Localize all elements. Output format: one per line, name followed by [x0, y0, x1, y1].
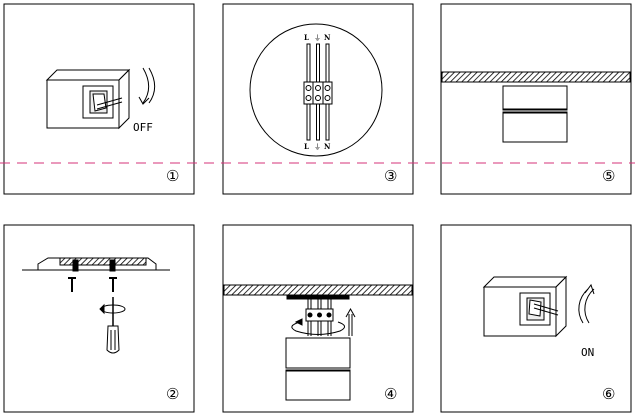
panel-3-terminal-block: [249, 23, 383, 157]
ceiling-hatch-4: [223, 284, 413, 296]
panel-6-switch-on: [482, 275, 595, 338]
terminal-mark-l-top: L: [304, 33, 309, 42]
panel-frames: [3, 3, 632, 413]
panel-4-frame: [222, 224, 414, 413]
terminal-mark-earth-top: ⏚: [314, 34, 321, 42]
panel-6-frame: [440, 224, 632, 413]
upper-wires: [306, 43, 330, 83]
step-number-3: ③: [384, 167, 397, 185]
off-label: OFF: [133, 121, 153, 134]
step-number-5: ⑤: [602, 167, 615, 185]
fixture-lower-body-4: [285, 369, 351, 401]
lower-wires: [306, 103, 330, 141]
ceiling-hatch: [441, 71, 631, 83]
screwdriver-handle: [106, 325, 120, 354]
fixture-upper-body-4: [285, 337, 351, 369]
terminal-mark-n-bottom: N: [324, 142, 331, 151]
terminal-mark-n-top: N: [324, 33, 331, 42]
fixture-upper-body: [502, 85, 568, 111]
ceiling-hatch-2: [59, 257, 147, 266]
switch-box-top: [45, 69, 131, 81]
panel-1-frame: [3, 3, 195, 195]
panel-2-frame: [3, 224, 195, 413]
rotate-arrow-icon: [291, 321, 345, 335]
step-number-4: ④: [384, 385, 397, 403]
arrow-down-icon: [142, 67, 150, 104]
step-number-6: ⑥: [602, 385, 615, 403]
on-label: ON: [581, 346, 594, 359]
switch-box-top-6: [482, 276, 568, 288]
panel-1-switch-off: [45, 67, 156, 130]
terminal-mark-earth-bottom: ⏚: [314, 143, 321, 151]
panel-4-wiring-fixture: [223, 284, 413, 401]
terminal-mark-l-bottom: L: [304, 142, 309, 151]
panel-3-frame: [222, 3, 414, 195]
panel-5-fixture-mounted: [441, 71, 631, 143]
panel-5-frame: [440, 3, 632, 195]
switch-box-side-6: [555, 275, 567, 338]
switch-box-side: [118, 68, 130, 130]
ceiling-bracket: [286, 294, 350, 300]
panel-2-mounting-plate: [22, 257, 170, 354]
switch-rocker-off: [92, 93, 107, 112]
step-number-1: ①: [166, 167, 179, 185]
step-number-2: ②: [166, 385, 179, 403]
fixture-lower-body: [502, 111, 568, 143]
